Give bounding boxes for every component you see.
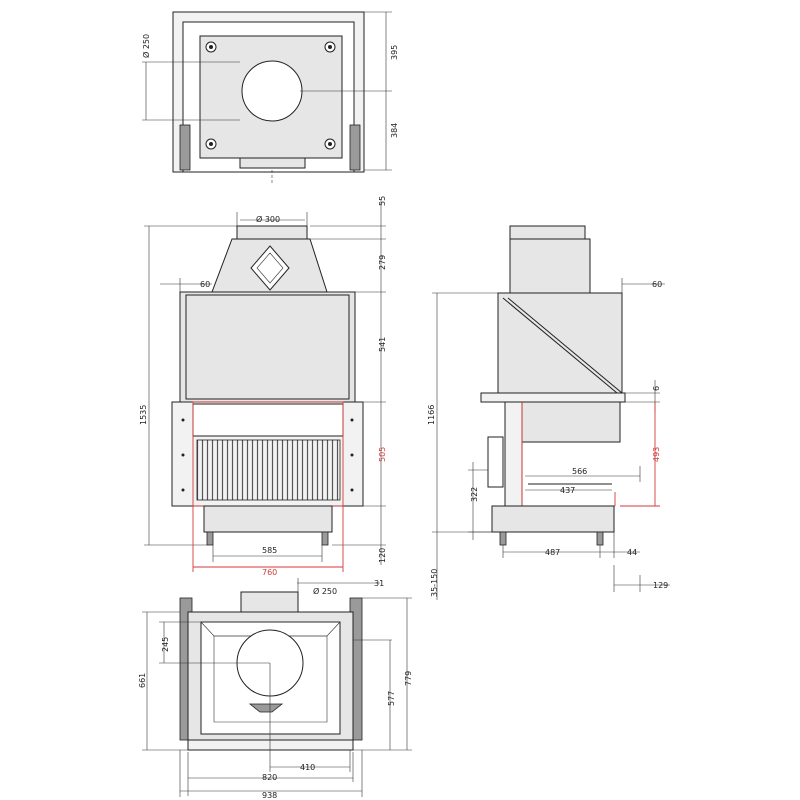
side-diagonal-brace bbox=[502, 297, 618, 394]
side-leg-right bbox=[596, 531, 604, 546]
side-view: 1166 60 6 493 566 437 322 487 44 129 bbox=[427, 225, 670, 600]
front-leg-left bbox=[206, 531, 214, 546]
front-dim-55: 55 bbox=[378, 196, 387, 206]
bottom-dim-245: 245 bbox=[161, 637, 170, 652]
side-dim-6: 6 bbox=[652, 386, 661, 391]
side-dim-44: 44 bbox=[627, 548, 637, 557]
bottom-damper bbox=[248, 703, 284, 713]
front-dim-505: 505 bbox=[378, 447, 387, 462]
top-dim-384: 384 bbox=[390, 123, 399, 138]
side-collar bbox=[509, 225, 586, 240]
front-dim-585: 585 bbox=[262, 546, 277, 555]
bottom-front-edge bbox=[187, 739, 354, 751]
side-firebox bbox=[514, 401, 621, 443]
front-dim-60: 60 bbox=[200, 280, 210, 289]
bottom-dim-938: 938 bbox=[262, 791, 277, 800]
top-left-bracket bbox=[179, 124, 191, 171]
front-dim-300: Ø 300 bbox=[256, 214, 280, 224]
front-dim-120: 120 bbox=[378, 548, 387, 563]
side-dim-493: 493 bbox=[652, 447, 661, 462]
top-flue-circle bbox=[241, 60, 303, 122]
side-dim-60: 60 bbox=[652, 280, 662, 289]
side-dim-322: 322 bbox=[470, 487, 479, 502]
front-dim-1535: 1535 bbox=[139, 405, 148, 425]
front-leg-right bbox=[321, 531, 329, 546]
front-grate bbox=[196, 439, 341, 501]
side-door-profile bbox=[504, 401, 523, 507]
side-shelf bbox=[480, 392, 626, 403]
front-base bbox=[203, 505, 333, 533]
bottom-dim-820: 820 bbox=[262, 773, 277, 782]
side-dim-129: 129 bbox=[653, 581, 668, 590]
diamond-logo-icon bbox=[250, 245, 290, 291]
top-right-bracket bbox=[349, 124, 361, 171]
top-dim-395: 395 bbox=[390, 45, 399, 60]
side-dim-437: 437 bbox=[560, 486, 575, 495]
side-dim-487: 487 bbox=[545, 548, 560, 557]
top-view: Ø 250 395 384 bbox=[141, 11, 399, 185]
front-dim-541: 541 bbox=[378, 337, 387, 352]
side-dim-566: 566 bbox=[572, 467, 587, 476]
bolt-icon bbox=[205, 138, 217, 150]
side-air-box bbox=[487, 436, 504, 488]
side-leg-left bbox=[499, 531, 507, 546]
front-view: Ø 300 55 279 541 505 120 60 1535 585 760… bbox=[139, 196, 439, 597]
front-dim-279: 279 bbox=[378, 255, 387, 270]
bolt-icon bbox=[205, 41, 217, 53]
front-glass bbox=[192, 403, 344, 437]
bottom-dim-250: Ø 250 bbox=[313, 586, 337, 596]
bottom-dim-31: 31 bbox=[374, 579, 384, 588]
bolt-icon bbox=[324, 138, 336, 150]
side-dim-1166: 1166 bbox=[427, 405, 436, 425]
bottom-dim-779: 779 bbox=[404, 671, 413, 686]
bottom-dim-577: 577 bbox=[387, 691, 396, 706]
side-base bbox=[491, 505, 615, 533]
top-dim-diameter: Ø 250 bbox=[141, 34, 151, 58]
bottom-view: Ø 250 31 577 779 661 245 410 820 938 bbox=[138, 578, 413, 800]
front-collar bbox=[236, 225, 308, 240]
bottom-dim-410: 410 bbox=[300, 763, 315, 772]
bottom-dim-661: 661 bbox=[138, 673, 147, 688]
front-upper-body bbox=[179, 291, 356, 403]
front-dim-35-150: 35-150 bbox=[430, 569, 439, 597]
front-dim-760: 760 bbox=[262, 568, 277, 577]
bottom-collar bbox=[240, 591, 299, 613]
bolt-icon bbox=[324, 41, 336, 53]
top-collar bbox=[239, 157, 306, 169]
side-hood bbox=[509, 238, 591, 294]
